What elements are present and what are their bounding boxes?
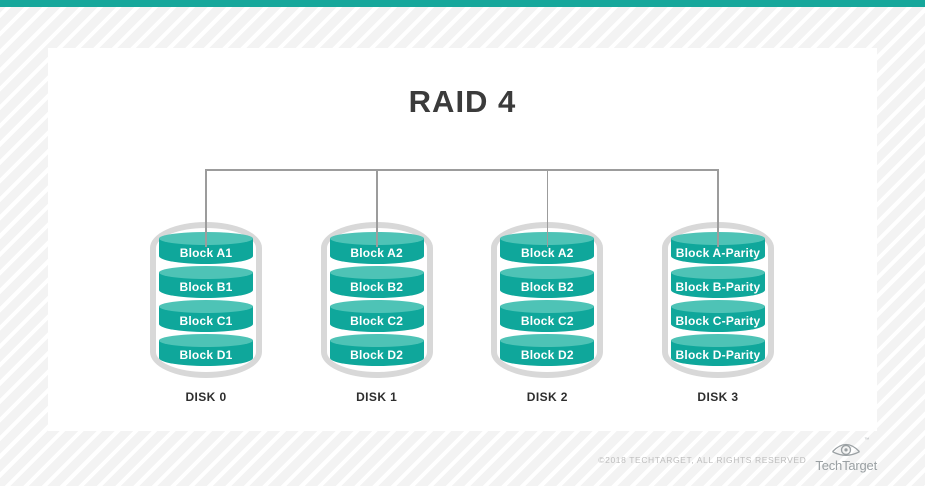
block-label: Block D2 bbox=[520, 348, 574, 362]
disk-block: Block D-Parity bbox=[670, 334, 765, 366]
block-label: Block C-Parity bbox=[675, 314, 761, 328]
disk-block: Block B1 bbox=[159, 266, 253, 298]
copyright-text: ©2018 TECHTARGET, ALL RIGHTS RESERVED bbox=[598, 455, 807, 465]
eye-target-icon: ™ bbox=[830, 438, 869, 458]
block-top-ellipse bbox=[329, 266, 424, 279]
block-label: Block C2 bbox=[350, 314, 404, 328]
bus-connector-line bbox=[206, 169, 718, 171]
block-label: Block D1 bbox=[179, 348, 233, 362]
block-label: Block A1 bbox=[179, 246, 233, 260]
disk-block: Block B2 bbox=[329, 266, 424, 298]
disk-label: DISK 0 bbox=[185, 390, 227, 404]
top-accent-bar bbox=[0, 0, 925, 7]
block-label: Block C2 bbox=[520, 314, 574, 328]
drop-connector-line bbox=[205, 169, 207, 247]
block-label: Block D-Parity bbox=[675, 348, 761, 362]
drop-connector-line bbox=[376, 169, 378, 247]
block-top-ellipse bbox=[500, 266, 595, 279]
block-label: Block D2 bbox=[350, 348, 404, 362]
block-top-ellipse bbox=[670, 266, 765, 279]
drop-connector-line bbox=[546, 169, 548, 247]
disk-block: Block D2 bbox=[329, 334, 424, 366]
disk-block: Block D1 bbox=[159, 334, 253, 366]
block-top-ellipse bbox=[329, 334, 424, 347]
trademark-mark: ™ bbox=[864, 437, 870, 443]
logo-wordmark: TechTarget bbox=[815, 458, 877, 473]
disk-label: DISK 3 bbox=[697, 390, 739, 404]
disk-0: Block A1 Block B1 Block C1 Block D1 bbox=[150, 222, 262, 404]
disk-block: Block A-Parity bbox=[670, 232, 765, 264]
diagram-title: RAID 4 bbox=[408, 84, 517, 119]
techtarget-logo: ™ TechTarget bbox=[815, 438, 877, 473]
disk-block: Block C1 bbox=[159, 300, 253, 332]
block-label: Block A2 bbox=[521, 246, 574, 260]
disk-shell: Block A2 Block B2 Block C2 Block D2 bbox=[320, 222, 433, 378]
block-label: Block A2 bbox=[350, 246, 403, 260]
disks-row: Block A1 Block B1 Block C1 Block D1 bbox=[150, 222, 774, 404]
block-top-ellipse bbox=[670, 300, 765, 313]
disk-shell: Block A1 Block B1 Block C1 Block D1 bbox=[150, 222, 262, 378]
block-top-ellipse bbox=[329, 300, 424, 313]
block-label: Block B1 bbox=[179, 280, 233, 294]
disk-2: Block A2 Block B2 Block C2 Block D2 bbox=[491, 222, 604, 404]
block-top-ellipse bbox=[159, 266, 253, 279]
footer: ©2018 TECHTARGET, ALL RIGHTS RESERVED ™ … bbox=[598, 438, 877, 473]
disk-block: Block C2 bbox=[500, 300, 595, 332]
disk-1: Block A2 Block B2 Block C2 Block D2 bbox=[320, 222, 433, 404]
disk-label: DISK 2 bbox=[526, 390, 568, 404]
disk-block: Block B-Parity bbox=[670, 266, 765, 298]
disk-block: Block B2 bbox=[500, 266, 595, 298]
block-top-ellipse bbox=[670, 334, 765, 347]
diagram-card: RAID 4 Block A1 Block B1 B bbox=[48, 48, 877, 431]
disk-shell: Block A-Parity Block B-Parity Block C-Pa… bbox=[661, 222, 774, 378]
block-top-ellipse bbox=[500, 334, 595, 347]
disk-block: Block C2 bbox=[329, 300, 424, 332]
block-top-ellipse bbox=[159, 334, 253, 347]
disk-shell: Block A2 Block B2 Block C2 Block D2 bbox=[491, 222, 604, 378]
block-label: Block B-Parity bbox=[675, 280, 761, 294]
block-label: Block B2 bbox=[350, 280, 404, 294]
block-label: Block B2 bbox=[520, 280, 574, 294]
disk-3: Block A-Parity Block B-Parity Block C-Pa… bbox=[661, 222, 774, 404]
disk-block: Block A1 bbox=[159, 232, 253, 264]
block-top-ellipse bbox=[159, 300, 253, 313]
block-label: Block C1 bbox=[179, 314, 233, 328]
disk-block: Block C-Parity bbox=[670, 300, 765, 332]
block-top-ellipse bbox=[500, 300, 595, 313]
disk-label: DISK 1 bbox=[356, 390, 398, 404]
disk-block: Block D2 bbox=[500, 334, 595, 366]
block-label: Block A-Parity bbox=[675, 246, 761, 260]
drop-connector-line bbox=[717, 169, 719, 247]
